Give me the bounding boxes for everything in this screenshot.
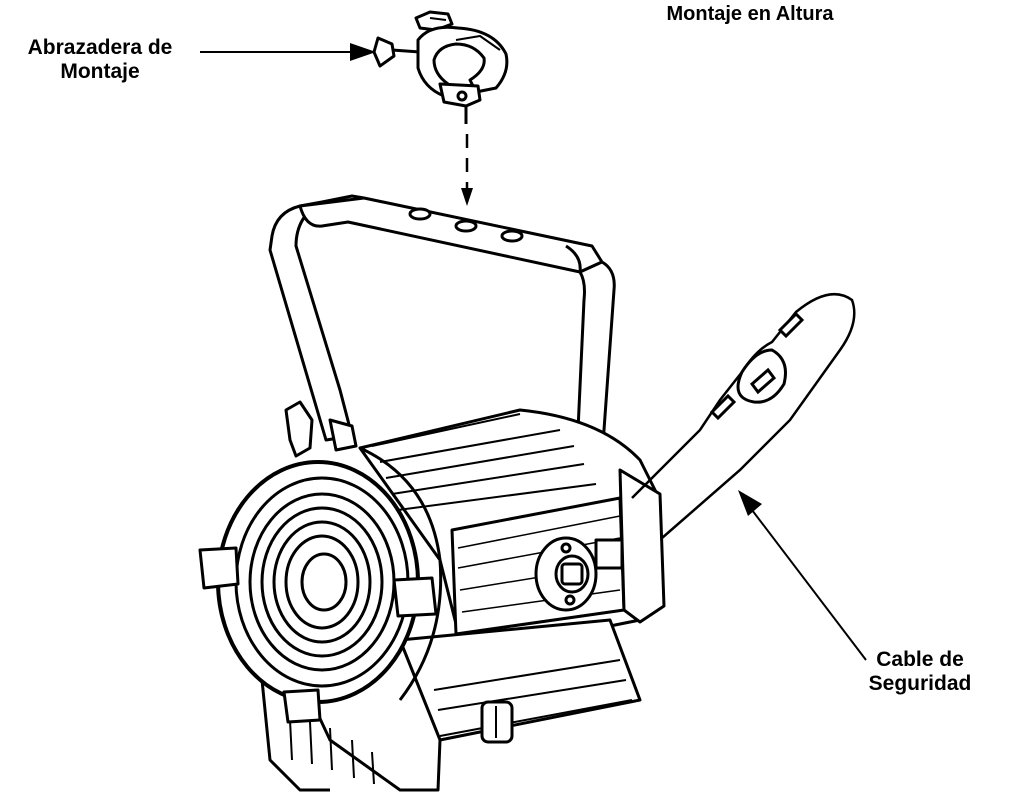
yoke-tilt-knob (534, 536, 598, 612)
safety-cable-label-line1: Cable de (876, 648, 964, 671)
mounting-clamp (372, 10, 509, 124)
safety-cable (631, 292, 856, 539)
mounting-clamp-label-line1: Abrazadera de (27, 36, 173, 59)
safety-cable-label: Cable de Seguridad (846, 648, 994, 696)
clamp-callout-arrow (200, 43, 376, 61)
clamp-drop-dashed-arrow (461, 134, 473, 206)
mounting-clamp-label: Abrazadera de Montaje (2, 36, 198, 84)
overhead-mounting-title: Montaje en Altura (666, 3, 834, 25)
safety-cable-label-line2: Seguridad (868, 672, 972, 695)
safety-cable-callout-arrow (738, 490, 867, 661)
mounting-clamp-label-line2: Montaje (60, 60, 140, 83)
fresnel-lens-front (198, 400, 443, 724)
